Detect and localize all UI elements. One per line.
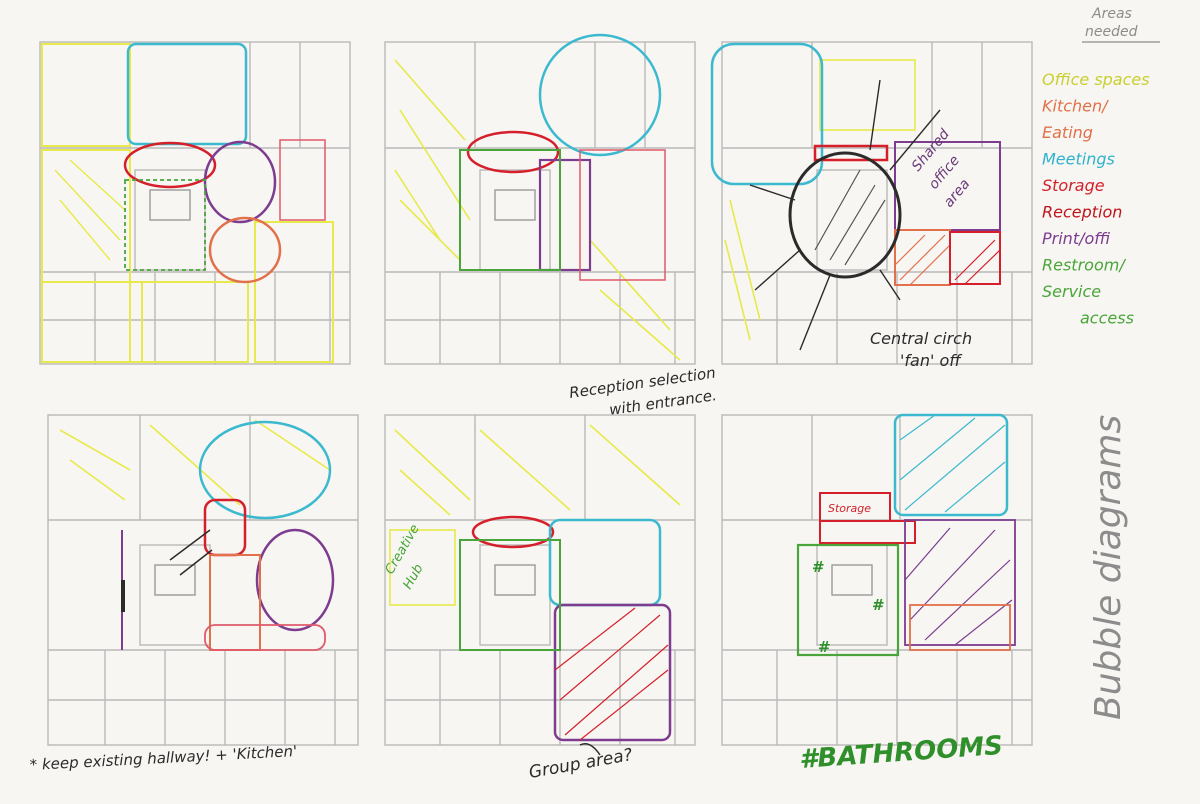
bottom-left-note: * keep existing hallway! + 'Kitchen' [29,742,297,774]
office-zones-1 [41,43,334,363]
legend: Areas needed Office spacesKitchen/Eating… [1042,6,1160,328]
restroom-tag-2: # [872,596,885,614]
legend-item: Eating [1042,123,1093,142]
storage-zone [949,231,1001,285]
bathrooms-note: #BATHROOMS [798,731,1003,775]
restroom-zone [459,149,561,271]
storage-note: Storage [828,502,871,515]
meetings-bubble [198,420,332,520]
office-zones-3 [724,59,916,341]
circulation-fan-lines [749,79,941,351]
side-title: Bubble diagrams [1088,415,1129,720]
central-circulation-note-1: Central circh [870,329,972,348]
restroom-zone [459,539,561,651]
legend-title-2: needed [1085,24,1138,40]
kitchen-bubble [208,216,282,284]
panel-1 [39,41,351,365]
legend-item: Storage [1042,176,1105,195]
entrance-arrows [169,529,213,576]
print-office-bubble [255,528,335,632]
floor-plan-6 [721,414,1033,746]
restroom-zone [796,543,900,657]
reception-zone [813,144,889,162]
shared-office-hatch [904,527,1013,646]
circulation-hatch [814,169,886,266]
office-zones-5 [394,424,681,516]
legend-items: Office spacesKitchen/EatingMeetingsStora… [1042,70,1150,328]
panel-3: Shared office area Central circh 'fan' o… [710,41,1033,370]
storage-zone [579,149,666,281]
kitchen-zone [209,554,261,651]
legend-item: Reception [1042,203,1122,222]
creative-hub-zone [389,529,456,606]
panel-4 [47,414,359,746]
group-area-pointer [579,743,601,756]
floor-plan-2 [384,41,696,365]
reception-bubble [123,141,217,189]
meetings-zone [548,518,662,607]
legend-item: Office spaces [1042,70,1150,89]
office-zones-4 [59,419,331,506]
legend-item: Print/offi [1042,229,1110,248]
print-office-zone [538,158,592,272]
meetings-bubble [538,33,662,157]
office-zones-2 [394,59,681,361]
meetings-bubble [126,42,248,146]
group-area-note: Group area? [527,745,634,783]
storage-hatch [954,239,1001,285]
print-office-bubble [203,140,277,224]
shared-office-zone [904,519,1016,646]
creative-hub-note-2: Hub [400,562,426,592]
meetings-bubble [710,42,824,186]
panel-6: Storage # # # [721,413,1033,746]
meetings-zone [893,413,1009,517]
group-area-hatch [554,607,669,741]
central-circulation-note-2: 'fan' off [900,351,963,370]
group-area-zone [553,603,672,742]
legend-item: Restroom/ [1042,256,1126,275]
reception-zone [819,520,916,544]
legend-item: Meetings [1042,150,1115,169]
central-circulation-bubble [788,151,902,279]
legend-title-1: Areas [1091,6,1132,22]
restroom-tag-1: # [812,558,825,576]
restroom-zone [124,179,206,271]
legend-item: Kitchen/ [1042,97,1109,116]
kitchen-strip [204,624,326,651]
reception-bubble [471,515,555,549]
floor-plan-3 [721,41,1033,365]
floor-plan-1 [39,41,351,365]
floor-plan-4 [47,414,359,746]
reception-bubble [466,130,560,174]
panel-2 [384,33,696,365]
kitchen-hatch [894,234,951,286]
legend-item: access [1080,309,1134,328]
restroom-tag-3: # [818,638,831,656]
meetings-hatch [899,414,1006,513]
panel-5: Creative Hub [382,414,696,756]
legend-item: Service [1042,282,1101,301]
kitchen-zone [909,604,1011,651]
storage-zone [279,139,326,221]
